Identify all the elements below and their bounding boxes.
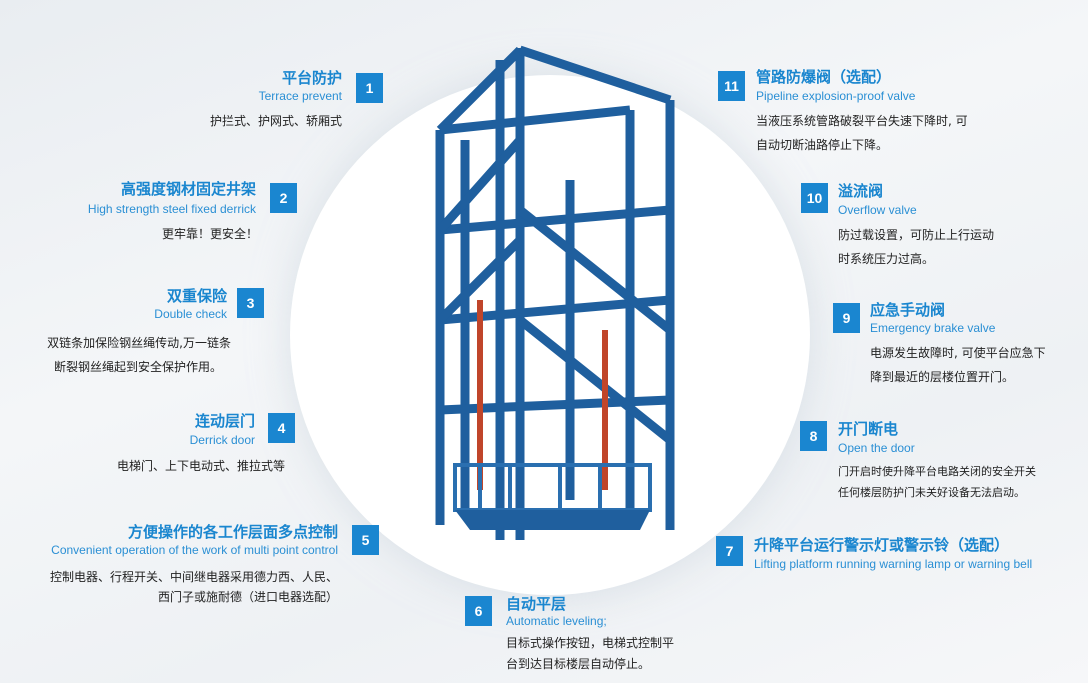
feature-desc: 目标式操作按钮，电梯式控制平: [506, 636, 675, 650]
feature-title: 溢流阀: [838, 182, 884, 200]
feature-title: 应急手动阀: [870, 301, 946, 319]
feature-desc: 更牢靠！更安全！: [161, 227, 258, 241]
feature-en: Emergency brake valve: [870, 321, 996, 335]
feature-desc: 时系统压力过高。: [838, 252, 935, 266]
feature-title: 平台防护: [281, 69, 342, 87]
feature-desc: 防过载设置，可防止上行运动: [838, 228, 995, 242]
feature-en: Lifting platform running warning lamp or…: [754, 557, 1033, 571]
feature-desc: 任何楼层防护门未关好设备无法启动。: [838, 486, 1025, 499]
number-badge: 5: [352, 525, 379, 555]
feature-title: 高强度钢材固定井架: [120, 180, 256, 198]
number-badge: 11: [718, 71, 745, 101]
feature-desc: 西门子或施耐德（进口电器选配）: [157, 590, 338, 604]
number-badge: 6: [465, 596, 492, 626]
feature-en: Double check: [154, 307, 227, 321]
feature-desc: 门开启时使升降平台电路关闭的安全开关: [838, 465, 1036, 478]
feature-title: 方便操作的各工作层面多点控制: [127, 523, 338, 541]
number-badge: 7: [716, 536, 743, 566]
feature-desc: 自动切断油路停止下降。: [756, 138, 889, 152]
feature-title: 管路防爆阀（选配）: [756, 68, 892, 86]
number-badge: 8: [800, 421, 827, 451]
feature-desc: 电源发生故障时, 可使平台应急下: [870, 346, 1046, 360]
number-badge: 9: [833, 303, 860, 333]
feature-title: 开门断电: [838, 420, 899, 438]
feature-desc: 控制电器、行程开关、中间继电器采用德力西、人民、: [49, 570, 338, 584]
feature-en: Terrace prevent: [258, 89, 342, 103]
feature-en: Convenient operation of the work of mult…: [51, 543, 338, 557]
feature-title: 自动平层: [506, 595, 567, 613]
feature-desc: 断裂钢丝绳起到安全保护作用。: [53, 360, 222, 374]
number-badge: 2: [270, 183, 297, 213]
feature-desc: 电梯门、上下电动式、推拉式等: [116, 459, 285, 473]
feature-en: Open the door: [838, 441, 915, 455]
feature-desc: 护拦式、护网式、轿厢式: [209, 114, 342, 128]
feature-en: Pipeline explosion-proof valve: [756, 89, 916, 103]
feature-title: 连动层门: [194, 412, 255, 430]
feature-desc: 双链条加保险钢丝绳传动,万一链条: [47, 336, 231, 350]
number-badge: 10: [801, 183, 828, 213]
feature-desc: 当液压系统管路破裂平台失速下降时, 可: [756, 114, 968, 128]
number-badge: 4: [268, 413, 295, 443]
feature-title: 双重保险: [166, 287, 227, 305]
feature-en: Derrick door: [189, 433, 255, 447]
feature-title: 升降平台运行警示灯或警示铃（选配）: [754, 536, 1010, 554]
feature-desc: 台到达目标楼层自动停止。: [506, 657, 651, 671]
feature-en: Automatic leveling;: [506, 614, 607, 628]
number-badge: 1: [356, 73, 383, 103]
number-badge: 3: [237, 288, 264, 318]
feature-en: High strength steel fixed derrick: [87, 202, 256, 216]
feature-en: Overflow valve: [838, 203, 917, 217]
feature-desc: 降到最近的层楼位置开门。: [870, 370, 1015, 384]
